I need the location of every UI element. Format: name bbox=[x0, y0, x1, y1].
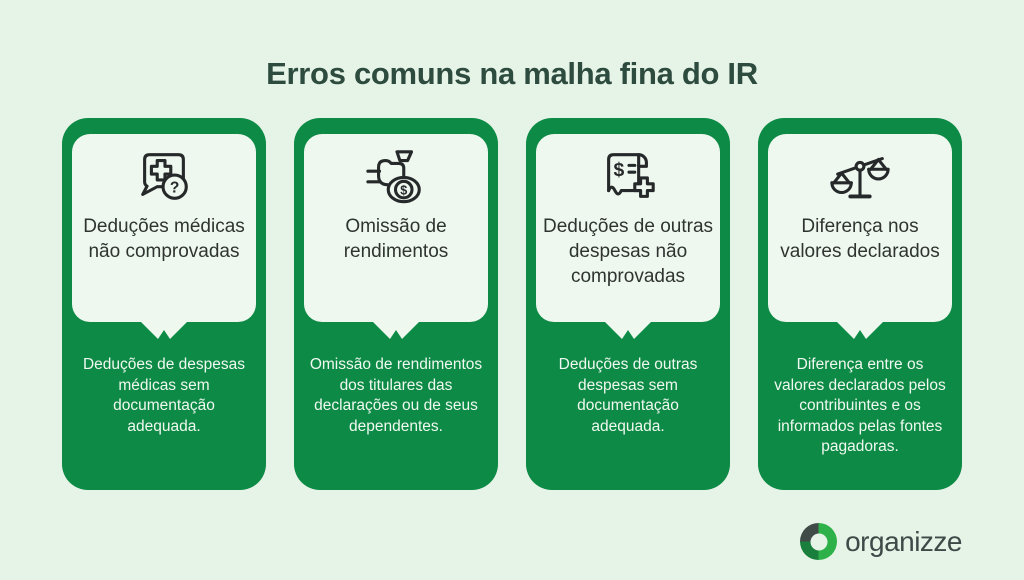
organizze-logo: organizze bbox=[800, 523, 962, 560]
organizze-wordmark: organizze bbox=[845, 525, 962, 557]
card-description: Diferença entre os valores declarados pe… bbox=[774, 356, 946, 455]
card-bubble-panel: $ Deduções de outras despesas não compro… bbox=[536, 134, 720, 322]
card-description: Omissão de rendimentos dos titulares das… bbox=[309, 356, 483, 435]
receipt-medical-icon: $ bbox=[597, 145, 659, 209]
card-omissao-rendimentos: $ Omissão de rendimentos Omissão de rend… bbox=[294, 118, 498, 490]
card-title: Deduções de outras despesas não comprova… bbox=[542, 216, 714, 287]
page-title: Erros comuns na malha fina do IR bbox=[266, 56, 758, 91]
bubble-tail bbox=[836, 321, 884, 339]
card-title: Deduções médicas não comprovadas bbox=[83, 216, 245, 262]
donut-hole bbox=[810, 533, 828, 550]
card-deducoes-outras-despesas: $ Deduções de outras despesas não compro… bbox=[526, 118, 730, 490]
card-description: Deduções de despesas médicas sem documen… bbox=[82, 356, 245, 435]
organizze-donut-icon bbox=[800, 523, 838, 560]
card-bubble-panel: Diferença nos valores declarados bbox=[768, 134, 952, 322]
card-bubble-panel: ? Deduções médicas não comprovadas bbox=[72, 134, 256, 322]
bubble-tail bbox=[604, 321, 652, 339]
cards-row: ? Deduções médicas não comprovadas Deduç… bbox=[62, 118, 962, 490]
card-bubble-panel: $ Omissão de rendimentos bbox=[304, 134, 488, 322]
card-title: Omissão de rendimentos bbox=[343, 216, 449, 262]
question-mark-glyph: ? bbox=[170, 180, 179, 197]
card-deducoes-medicas: ? Deduções médicas não comprovadas Deduç… bbox=[62, 118, 266, 490]
bubble-tail bbox=[372, 321, 420, 339]
hand-holding-money-bag-icon: $ bbox=[365, 145, 427, 209]
chat-medical-question-icon: ? bbox=[133, 145, 195, 209]
bubble-tail bbox=[140, 321, 188, 339]
card-diferenca-valores: Diferença nos valores declarados Diferen… bbox=[758, 118, 962, 490]
balance-scale-icon bbox=[829, 145, 891, 209]
card-description: Deduções de outras despesas sem document… bbox=[558, 356, 698, 435]
dollar-glyph: $ bbox=[613, 159, 624, 181]
card-title: Diferença nos valores declarados bbox=[780, 216, 940, 262]
dollar-glyph: $ bbox=[400, 183, 407, 197]
